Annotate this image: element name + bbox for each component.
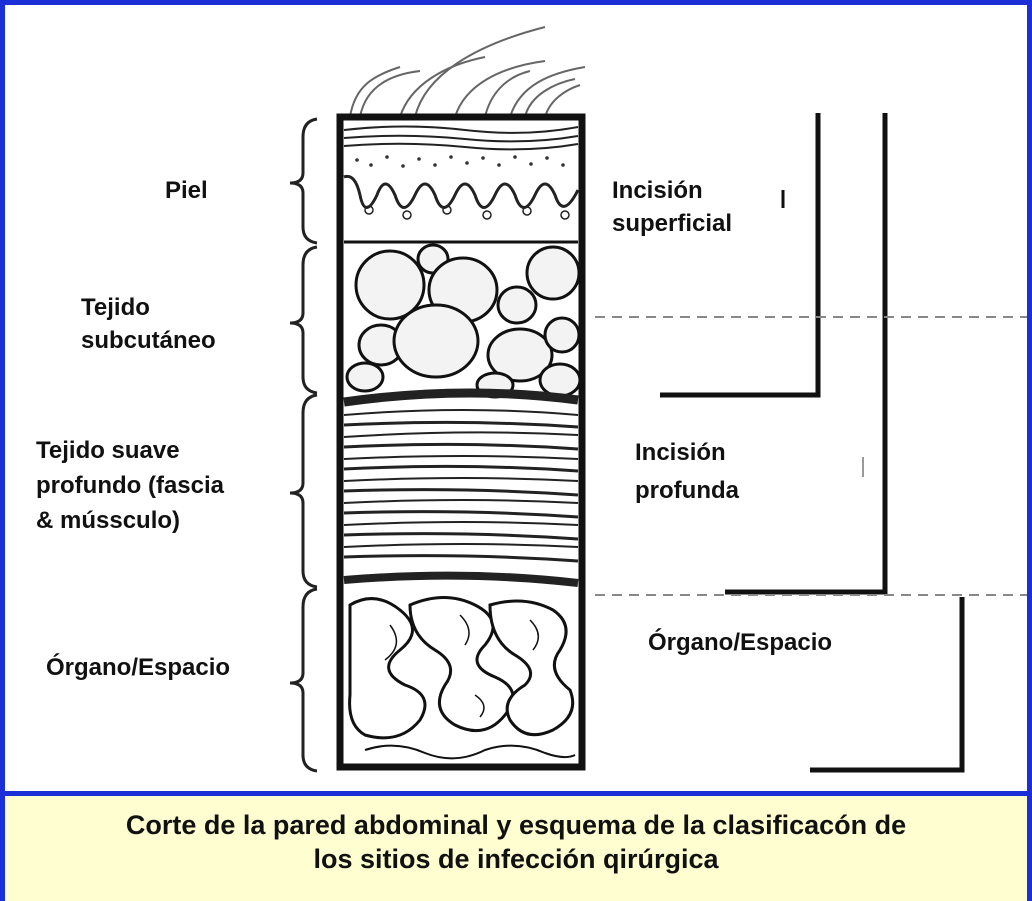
caption-text: Corte de la pared abdominal y esquema de… [126, 808, 906, 876]
organ-space-layer [348, 596, 576, 760]
subcutaneous-layer [345, 243, 582, 399]
label-incision-superficial-2: superficial [612, 210, 733, 237]
caption-line-2: los sitios de infección qirúrgica [313, 844, 719, 874]
label-tejido-profundo-1: Tejido suave [36, 437, 180, 464]
caption-line-1: Corte de la pared abdominal y esquema de… [125, 810, 907, 840]
label-tejido-subcutaneo-2: subcutáneo [81, 327, 216, 354]
dashed-boundaries [595, 316, 1027, 596]
caption-divider [0, 791, 1032, 796]
left-braces [289, 117, 318, 773]
abdominal-wall-diagram [289, 26, 1027, 773]
label-incision-profunda-1: Incisión [635, 439, 726, 466]
skin-hairs [349, 26, 586, 118]
label-organo-espacio-right: Órgano/Espacio [648, 629, 833, 656]
classification-brackets [660, 113, 965, 773]
label-piel: Piel [165, 177, 208, 204]
skin-layer [343, 125, 580, 244]
label-tejido-profundo-3: & mússculo) [36, 507, 181, 534]
label-tejido-subcutaneo-1: Tejido [81, 294, 150, 321]
fascia-muscle-layer [343, 388, 579, 587]
label-incision-superficial-1: Incisión [612, 177, 703, 204]
caption-box: Corte de la pared abdominal y esquema de… [5, 796, 1027, 901]
label-organo-espacio-left: Órgano/Espacio [46, 654, 231, 681]
label-tejido-profundo-2: profundo (fascia [36, 472, 225, 499]
label-incision-profunda-2: profunda [635, 477, 739, 504]
